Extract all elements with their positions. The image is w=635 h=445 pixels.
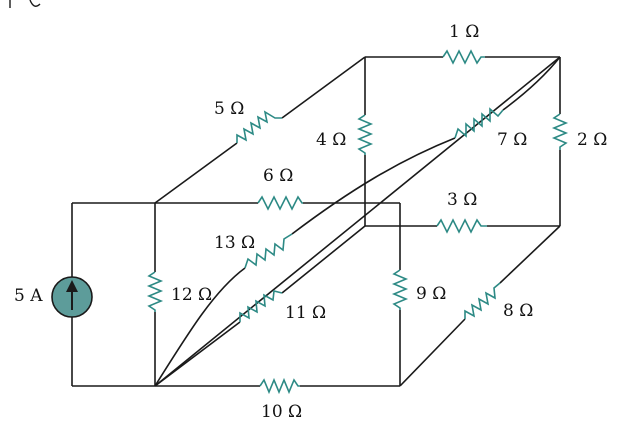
resistor-7-label: 7 Ω [497, 130, 528, 150]
resistor-8-symbol [464, 282, 501, 319]
wire-curve-middle [291, 137, 456, 235]
resistor-8-label: 8 Ω [503, 301, 534, 321]
resistor-6-symbol [257, 195, 303, 211]
resistor-3-label: 3 Ω [447, 190, 478, 210]
wires [71, 56, 561, 387]
wire-diag-r8-lower [399, 318, 466, 387]
resistor-4-symbol [356, 114, 374, 155]
resistor-3-symbol [436, 218, 487, 234]
resistor-5-label: 5 Ω [214, 99, 245, 119]
wire-diag-r8-upper [499, 225, 561, 284]
resistor-10-label: 10 Ω [261, 402, 303, 422]
resistor-4-label: 4 Ω [316, 130, 347, 150]
resistor-symbols [146, 49, 569, 395]
cropped-text-fragment [9, 0, 41, 8]
wire-diag-r11-upper [281, 225, 366, 294]
resistor-7-symbol [454, 107, 504, 139]
resistor-12-symbol [146, 271, 164, 312]
resistor-12-label: 12 Ω [171, 285, 213, 305]
wire-diag-r5-upper [281, 56, 366, 119]
current-source-up-arrow-icon [66, 280, 78, 310]
resistor-13-label: 13 Ω [214, 233, 256, 253]
resistor-9-label: 9 Ω [416, 284, 447, 304]
resistor-5-symbol [236, 110, 282, 143]
wire-curve-r13-lower [154, 267, 246, 387]
wire-curve-r7-upper [502, 56, 561, 111]
resistor-1-symbol [442, 49, 485, 65]
resistor-11-symbol [239, 290, 283, 322]
current-source-label: 5 A [14, 286, 43, 306]
current-source [51, 276, 93, 318]
resistor-2-label: 2 Ω [577, 130, 608, 150]
resistor-13-symbol [244, 233, 293, 269]
resistor-9-symbol [391, 269, 409, 310]
wire-diag-r5-lower [154, 142, 238, 204]
resistor-2-symbol [551, 113, 569, 150]
resistor-11-label: 11 Ω [285, 303, 327, 323]
resistor-6-label: 6 Ω [263, 166, 294, 186]
resistor-10-symbol [259, 377, 300, 395]
resistor-1-label: 1 Ω [449, 22, 480, 42]
